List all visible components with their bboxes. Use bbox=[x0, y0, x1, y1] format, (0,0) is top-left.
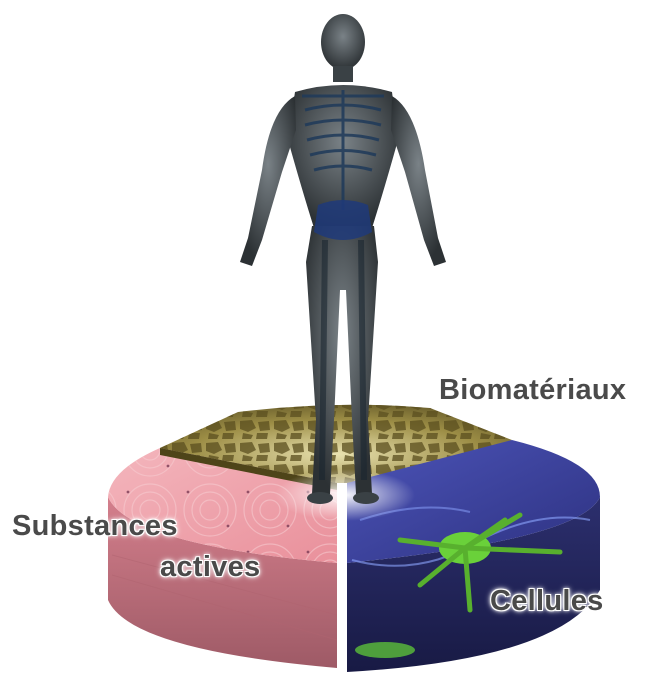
label-cells: Cellules bbox=[490, 587, 604, 616]
label-substances-line1: Substances bbox=[12, 512, 178, 541]
label-biomaterials: Biomatériaux bbox=[439, 376, 626, 405]
label-substances-line2: actives bbox=[160, 553, 260, 582]
pelvis-icon bbox=[314, 200, 372, 240]
feet-glow bbox=[275, 469, 415, 521]
